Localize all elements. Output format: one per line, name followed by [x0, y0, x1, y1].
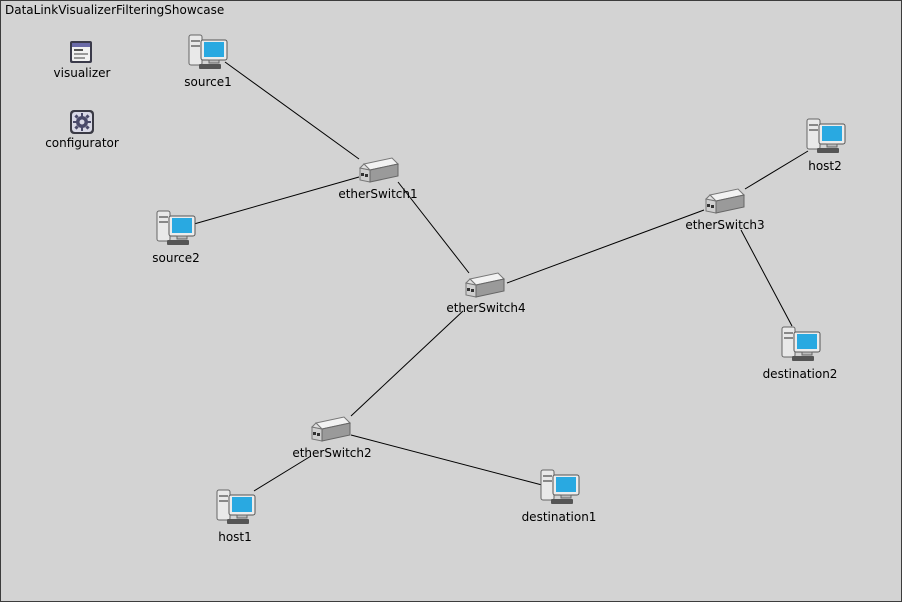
computer-icon [540, 469, 580, 504]
computer-icon [188, 34, 228, 69]
link-etherSwitch2-host1[interactable] [253, 455, 312, 492]
computer-icon [216, 489, 256, 524]
visualizer-module[interactable] [67, 39, 97, 67]
etherSwitch1-label: etherSwitch1 [338, 187, 418, 201]
node-etherSwitch1[interactable] [358, 156, 400, 184]
configurator-label: configurator [45, 136, 119, 150]
switch-icon [310, 416, 352, 442]
node-destination1[interactable] [539, 468, 583, 506]
visualizer-window-icon [70, 41, 92, 63]
node-etherSwitch4[interactable] [464, 271, 506, 299]
visualizer-label: visualizer [53, 66, 111, 80]
switch-icon [704, 188, 746, 214]
source2-label: source2 [152, 251, 200, 265]
link-source2-etherSwitch1[interactable] [193, 176, 360, 225]
host1-label: host1 [218, 530, 252, 544]
node-source1[interactable] [187, 33, 231, 71]
link-etherSwitch2-destination1[interactable] [350, 434, 543, 486]
node-etherSwitch3[interactable] [704, 187, 746, 215]
etherSwitch2-label: etherSwitch2 [292, 446, 372, 460]
link-etherSwitch4-etherSwitch2[interactable] [350, 310, 464, 417]
switch-icon [358, 157, 400, 183]
node-host2[interactable] [805, 117, 849, 155]
node-destination2[interactable] [780, 325, 824, 363]
etherSwitch3-label: etherSwitch3 [685, 218, 765, 232]
link-etherSwitch3-host2[interactable] [744, 150, 809, 190]
computer-icon [156, 210, 196, 245]
computer-icon [806, 118, 846, 153]
network-title: DataLinkVisualizerFilteringShowcase [5, 3, 225, 17]
etherSwitch4-label: etherSwitch4 [446, 301, 526, 315]
host2-label: host2 [808, 159, 842, 173]
gear-icon [70, 110, 94, 134]
source1-label: source1 [184, 75, 232, 89]
configurator-module[interactable] [69, 109, 95, 135]
link-source1-etherSwitch1[interactable] [224, 61, 360, 160]
destination1-label: destination1 [521, 510, 597, 524]
node-etherSwitch2[interactable] [310, 415, 352, 443]
link-etherSwitch3-destination2[interactable] [740, 229, 793, 327]
link-etherSwitch1-etherSwitch4[interactable] [397, 181, 470, 274]
link-etherSwitch4-etherSwitch3[interactable] [506, 209, 705, 284]
node-host1[interactable] [215, 488, 259, 526]
switch-icon [464, 272, 506, 298]
computer-icon [781, 326, 821, 361]
node-source2[interactable] [155, 209, 199, 247]
destination2-label: destination2 [762, 367, 838, 381]
